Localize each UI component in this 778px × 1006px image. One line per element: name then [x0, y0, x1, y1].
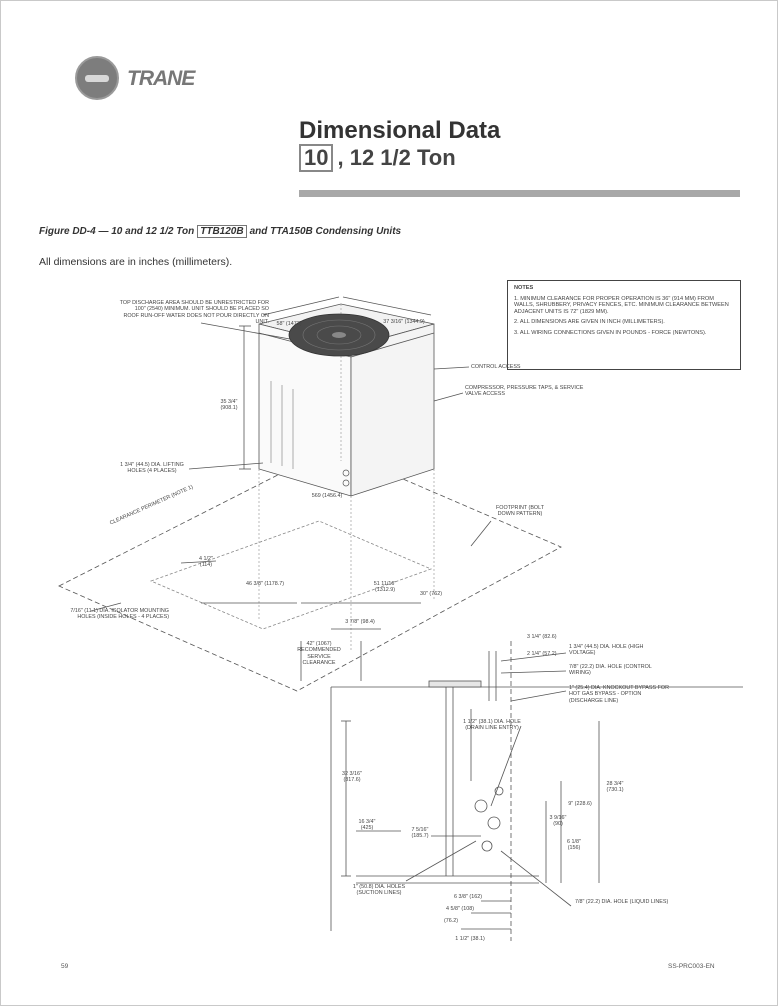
logo-wordmark: TRANE [127, 67, 195, 90]
footprint-outline [149, 520, 433, 630]
label-dim-r2: 2 1/4" (57.2) [527, 651, 557, 657]
label-dim-r1: 3 1/4" (82.6) [527, 634, 557, 640]
label-drain-hole: 1 1/2" (38.1) DIA. HOLE (DRAIN LINE ENTR… [463, 719, 521, 732]
label-control-access: CONTROL ACCESS [471, 364, 521, 370]
document-id: SS-PRC003-EN [668, 963, 715, 970]
caption-prefix: Figure DD-4 — 10 and 12 1/2 Ton [39, 226, 195, 237]
label-service-clearance: 42" (1067) RECOMMENDED SERVICE CLEARANCE [297, 641, 341, 666]
label-isolator-holes: 7/16" (11.1) DIA. ISOLATOR MOUNTING HOLE… [70, 608, 169, 621]
dimensions-intro: All dimensions are in inches (millimeter… [39, 256, 233, 268]
label-dim-s2: 7 5/16" (185.7) [411, 827, 429, 840]
subtitle-rest: , 12 1/2 Ton [337, 145, 456, 170]
label-dim-top-b: 37 3/16" (1344.9) [383, 319, 425, 325]
clearance-perimeter [58, 447, 562, 692]
notes-box: NOTES 1. MINIMUM CLEARANCE FOR PROPER OP… [507, 280, 741, 370]
label-liquid-hole: 7/8" (22.2) DIA. HOLE (LIQUID LINES) [575, 899, 669, 905]
side-elevation [330, 641, 743, 941]
caption-suffix: and TTA150B Condensing Units [249, 226, 402, 237]
label-top-discharge: TOP DISCHARGE AREA SHOULD BE UNRESTRICTE… [119, 300, 269, 325]
label-side-height: 32 3/16" (817.6) [342, 771, 362, 784]
page-title: Dimensional Data [299, 117, 501, 144]
label-dim-base-a: 46 3/8" (1178.7) [245, 581, 285, 587]
label-dim-s4: 9" (228.6) [568, 801, 592, 807]
label-dim-b3: (76.2) [443, 918, 459, 924]
subtitle-boxed-value: 10 [299, 144, 334, 172]
note-item: 3. ALL WIRING CONNECTIONS GIVEN IN POUND… [514, 329, 707, 336]
label-dim-b1: 6 3/8" (162) [454, 894, 482, 900]
label-side-height-b: 28 3/4" (730.1) [606, 781, 624, 794]
label-unit-height: 35 3/4" (908.1) [220, 399, 238, 412]
label-footprint: FOOTPRINT (BOLT DOWN PATTERN) [495, 505, 545, 518]
note-item: 2. ALL DIMENSIONS ARE GIVEN IN INCH (MIL… [514, 319, 665, 326]
label-dim-mid: 569 (1456.4) [311, 493, 343, 499]
label-dim-b4: 1 1/2" (38.1) [455, 936, 485, 942]
label-dim-top-a: 58" (1473) [276, 321, 302, 327]
caption-boxed-model: TTB120B [197, 225, 247, 238]
label-lifting-holes: 1 3/4" (44.5) DIA. LIFTING HOLES (4 PLAC… [120, 462, 184, 475]
label-dim-base-c: 30" (762) [420, 591, 442, 597]
title-rule [299, 190, 740, 197]
figure-caption: Figure DD-4 — 10 and 12 1/2 Ton TTB120B … [39, 225, 401, 238]
label-compressor-access: COMPRESSOR, PRESSURE TAPS, & SERVICE VAL… [465, 385, 584, 398]
trane-logo-icon [75, 56, 119, 100]
label-dim-b2: 4 5/8" (108) [446, 906, 474, 912]
label-dim-left: 4 1/2" (114) [199, 556, 213, 569]
page-subtitle: 10, 12 1/2 Ton [299, 144, 456, 172]
page-number: 59 [61, 963, 69, 970]
label-hole-high-voltage: 1 3/4" (44.5) DIA. HOLE (HIGH VOLTAGE) [569, 644, 644, 657]
label-dim-base-d: 3 7/8" (98.4) [345, 619, 375, 625]
label-dim-s5: 6 1/8" (156) [567, 839, 581, 852]
label-hole-control-wiring: 7/8" (22.2) DIA. HOLE (CONTROL WIRING) [569, 664, 652, 677]
label-dim-s3: 3 9/16" (90) [549, 815, 567, 828]
condensing-unit-outline [258, 303, 435, 497]
note-item: 1. MINIMUM CLEARANCE FOR PROPER OPERATIO… [514, 295, 729, 315]
notes-title: NOTES [514, 285, 534, 291]
label-suction-holes: 1" (50.8) DIA. HOLES (SUCTION LINES) [352, 884, 406, 897]
label-dim-base-b: 51 11/16" (1312.9) [373, 581, 397, 594]
label-knockout-bypass: 1" (25.4) DIA. KNOCKOUT BYPASS FOR HOT G… [569, 685, 669, 704]
label-dim-s1: 16 3/4" (425) [358, 819, 376, 832]
